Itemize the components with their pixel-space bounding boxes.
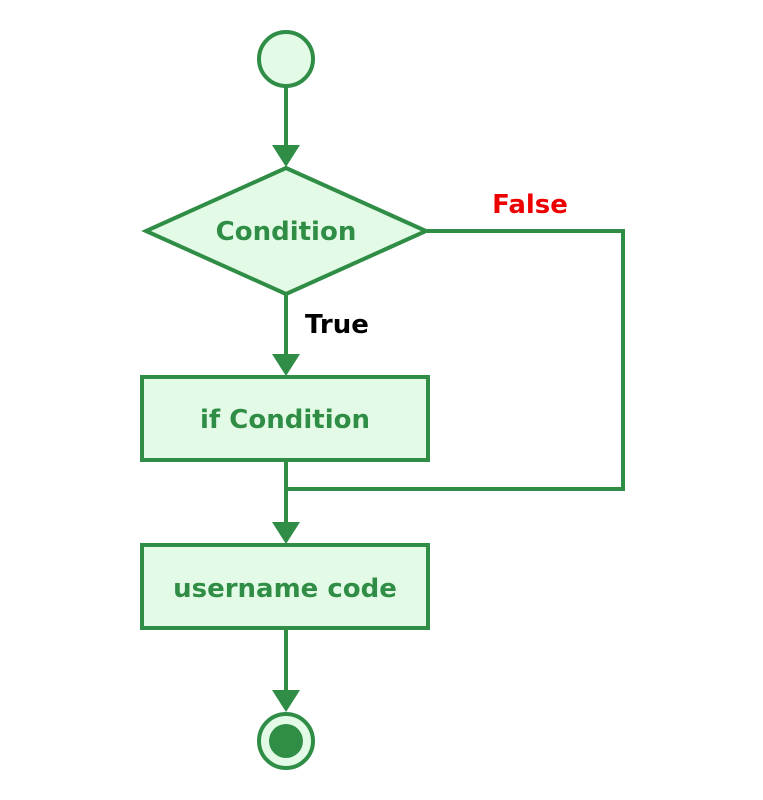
if-condition-label: if Condition xyxy=(200,405,370,435)
if-condition-block xyxy=(140,375,430,462)
username-code-label: username code xyxy=(173,574,397,604)
username-code-block xyxy=(140,543,430,630)
start-node xyxy=(257,30,315,88)
arrowhead-end xyxy=(272,690,300,712)
end-node-inner-dot xyxy=(269,724,303,758)
edge-false-branch xyxy=(286,229,625,491)
arrowhead-if-block xyxy=(272,354,300,376)
arrowhead-next-block xyxy=(272,522,300,544)
arrowhead-condition xyxy=(272,145,300,167)
condition-label: Condition xyxy=(216,217,357,247)
true-branch-label: True xyxy=(305,310,369,340)
false-branch-label: False xyxy=(492,190,568,220)
